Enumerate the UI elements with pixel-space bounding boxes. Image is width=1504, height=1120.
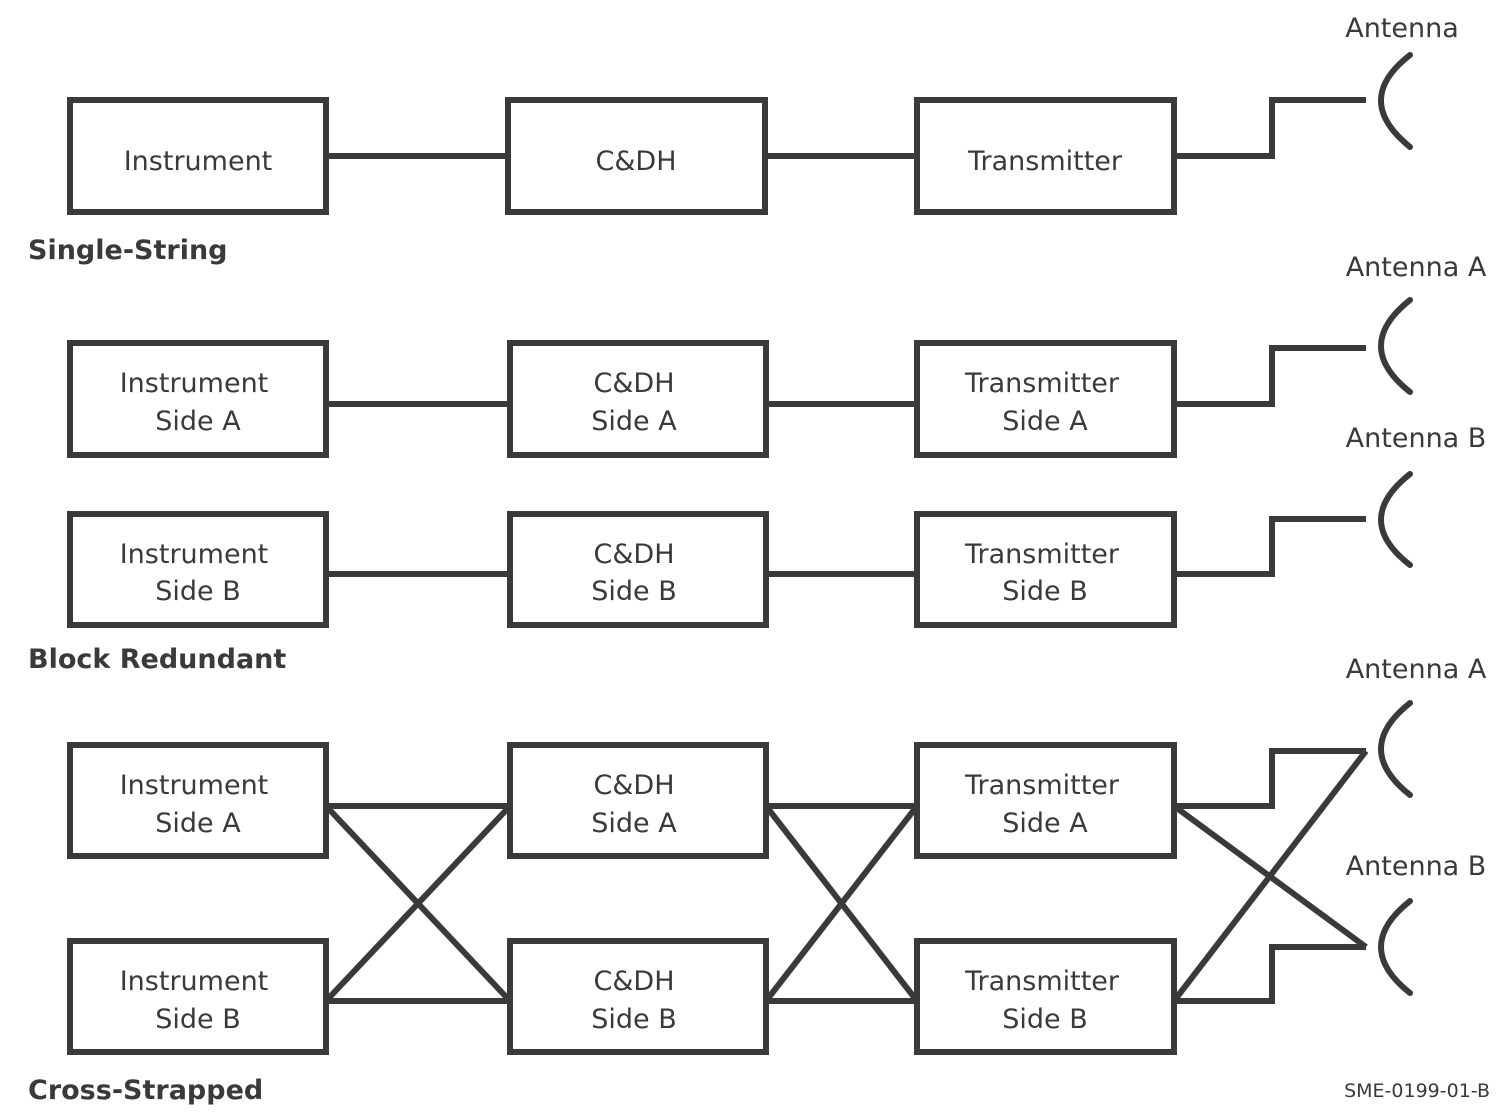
link-transmitter-antenna [1174, 97, 1366, 159]
cross-link-transmitter-b-antenna-a [1171, 749, 1369, 1003]
transmitter-b-label-line2: Side B [1002, 1004, 1088, 1035]
cdh-b-label-line1: C&DH [594, 539, 675, 570]
cdh-a-label-line1: C&DH [594, 368, 675, 399]
cdh-a-label-line2: Side A [591, 406, 677, 437]
cross-link-instrument-b-cdh-a [323, 803, 513, 1004]
instrument-a-label-line1: Instrument [120, 770, 269, 801]
cdh-b-label-line2: Side B [591, 1004, 677, 1035]
link-transmitter-a-antenna-a [1174, 748, 1366, 809]
cdh-b-box: C&DH Side B [507, 938, 769, 1055]
link-transmitter-a-antenna-a [1174, 345, 1366, 407]
cdh-b-label-line1: C&DH [594, 966, 675, 997]
figure-id: SME-0199-01-B [1344, 1080, 1490, 1102]
link-transmitter-b-antenna-b [1174, 516, 1366, 577]
single-string-section: Instrument C&DH Transmitter Antenna Sing… [28, 13, 1459, 266]
transmitter-a-label-line2: Side A [1002, 808, 1088, 839]
transmitter-a-box: Transmitter Side A [914, 742, 1177, 859]
antenna-a-label: Antenna A [1346, 252, 1487, 283]
cdh-a-label-line1: C&DH [594, 770, 675, 801]
instrument-a-box: Instrument Side A [67, 340, 329, 458]
instrument-b-label-line2: Side B [155, 1004, 241, 1035]
instrument-a-label-line2: Side A [155, 808, 241, 839]
cdh-a-label-line2: Side A [591, 808, 677, 839]
antenna-b-dish-icon [1378, 471, 1413, 568]
transmitter-b-label-line1: Transmitter [964, 539, 1120, 570]
block-redundant-section: Instrument Side A C&DH Side A Transmitte… [28, 252, 1487, 675]
cdh-b-label-line2: Side B [591, 576, 677, 607]
instrument-b-label-line1: Instrument [120, 539, 269, 570]
antenna-dish-icon [1378, 52, 1413, 150]
transmitter-b-box: Transmitter Side B [914, 511, 1177, 628]
instrument-label: Instrument [124, 146, 273, 177]
transmitter-b-label-line1: Transmitter [964, 966, 1120, 997]
cdh-a-box: C&DH Side A [507, 340, 769, 458]
cdh-a-box: C&DH Side A [507, 742, 769, 859]
instrument-a-label-line2: Side A [155, 406, 241, 437]
instrument-box: Instrument [67, 97, 329, 215]
transmitter-b-box: Transmitter Side B [914, 938, 1177, 1055]
block-redundant-title: Block Redundant [28, 644, 286, 675]
cdh-label: C&DH [596, 146, 677, 177]
cross-link-cdh-b-transmitter-a [763, 804, 920, 1003]
antenna-a-dish-icon [1378, 700, 1413, 798]
transmitter-label: Transmitter [967, 146, 1123, 177]
antenna-b-label: Antenna B [1346, 423, 1487, 454]
link-transmitter-b-antenna-b [1174, 944, 1366, 1004]
instrument-a-label-line1: Instrument [120, 368, 269, 399]
antenna-a-dish-icon [1378, 297, 1413, 395]
transmitter-box: Transmitter [914, 97, 1177, 215]
instrument-b-box: Instrument Side B [67, 511, 329, 628]
cross-strapped-section: Instrument Side A C&DH Side A Transmitte… [28, 654, 1487, 1106]
transmitter-a-box: Transmitter Side A [914, 340, 1177, 458]
antenna-a-label: Antenna A [1346, 654, 1487, 685]
antenna-b-dish-icon [1378, 898, 1413, 996]
transmitter-a-label-line1: Transmitter [964, 770, 1120, 801]
transmitter-b-label-line2: Side B [1002, 576, 1088, 607]
transmitter-a-label-line1: Transmitter [964, 368, 1120, 399]
cdh-b-box: C&DH Side B [507, 511, 769, 628]
cross-strapped-title: Cross-Strapped [28, 1075, 263, 1106]
single-string-title: Single-String [28, 235, 228, 266]
instrument-a-box: Instrument Side A [67, 742, 329, 859]
cdh-box: C&DH [505, 97, 768, 215]
antenna-b-label: Antenna B [1346, 851, 1487, 882]
instrument-b-label-line1: Instrument [120, 966, 269, 997]
transmitter-a-label-line2: Side A [1002, 406, 1088, 437]
instrument-b-box: Instrument Side B [67, 938, 329, 1055]
instrument-b-label-line2: Side B [155, 576, 241, 607]
antenna-label: Antenna [1345, 13, 1459, 44]
